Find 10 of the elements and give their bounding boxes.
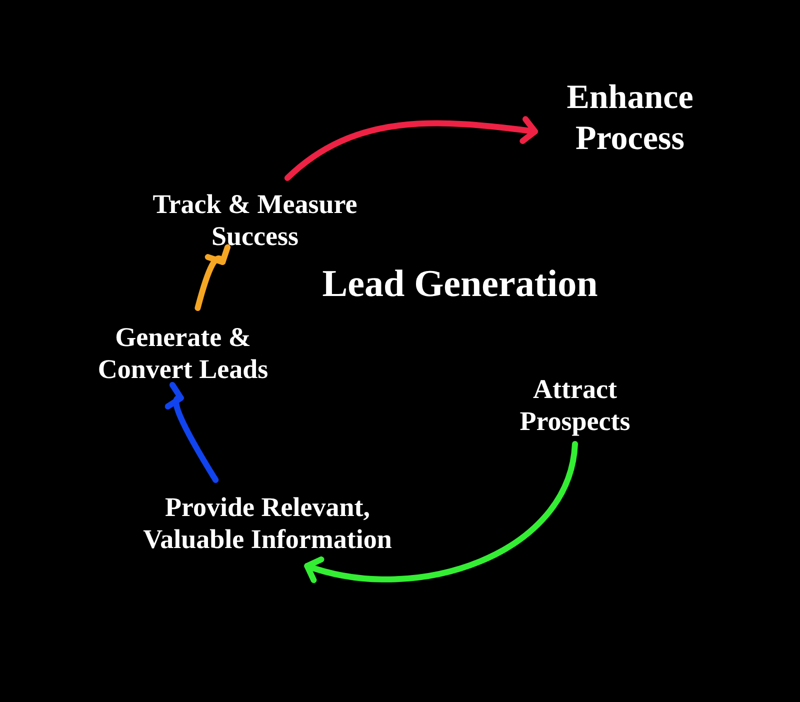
step-label: Enhance Process [566,78,694,159]
step-label: Generate & Convert Leads [96,320,270,386]
step-label: Attract Prospects [518,372,632,438]
curved-arrow [304,441,578,583]
step-label: Provide Relevant, Valuable Information [142,490,393,556]
curved-arrow [284,116,538,181]
diagram-title: Lead Generation [321,262,599,306]
curved-arrow [194,244,229,311]
step-label: Track & Measure Success [152,188,358,252]
curved-arrow [166,384,219,483]
